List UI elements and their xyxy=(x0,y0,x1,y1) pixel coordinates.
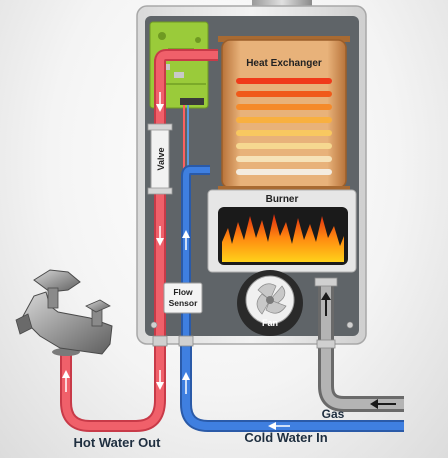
fan: Fan xyxy=(237,270,303,336)
faucet-icon xyxy=(15,269,113,356)
cold-water-pipe xyxy=(178,165,404,432)
screw-icon xyxy=(346,321,354,329)
screw-icon xyxy=(150,321,158,329)
valve: Valve xyxy=(147,123,173,195)
burner: Burner xyxy=(207,189,357,273)
hot-water-pipe xyxy=(60,49,218,432)
burner-label: Burner xyxy=(266,194,299,205)
fan-label: Fan xyxy=(262,318,278,328)
heat-exchanger: Heat Exchanger xyxy=(218,36,350,192)
heat-exchanger-label: Heat Exchanger xyxy=(246,58,322,69)
flow-sensor: Flow Sensor xyxy=(163,282,203,314)
sensor-label: Sensor xyxy=(169,298,199,308)
cold-water-in-label: Cold Water In xyxy=(244,430,327,445)
hot-water-out-label: Hot Water Out xyxy=(74,435,162,450)
gas-label: Gas xyxy=(322,407,345,421)
gas-pipe xyxy=(314,277,404,412)
valve-label: Valve xyxy=(156,147,166,170)
flow-label: Flow xyxy=(173,287,193,297)
